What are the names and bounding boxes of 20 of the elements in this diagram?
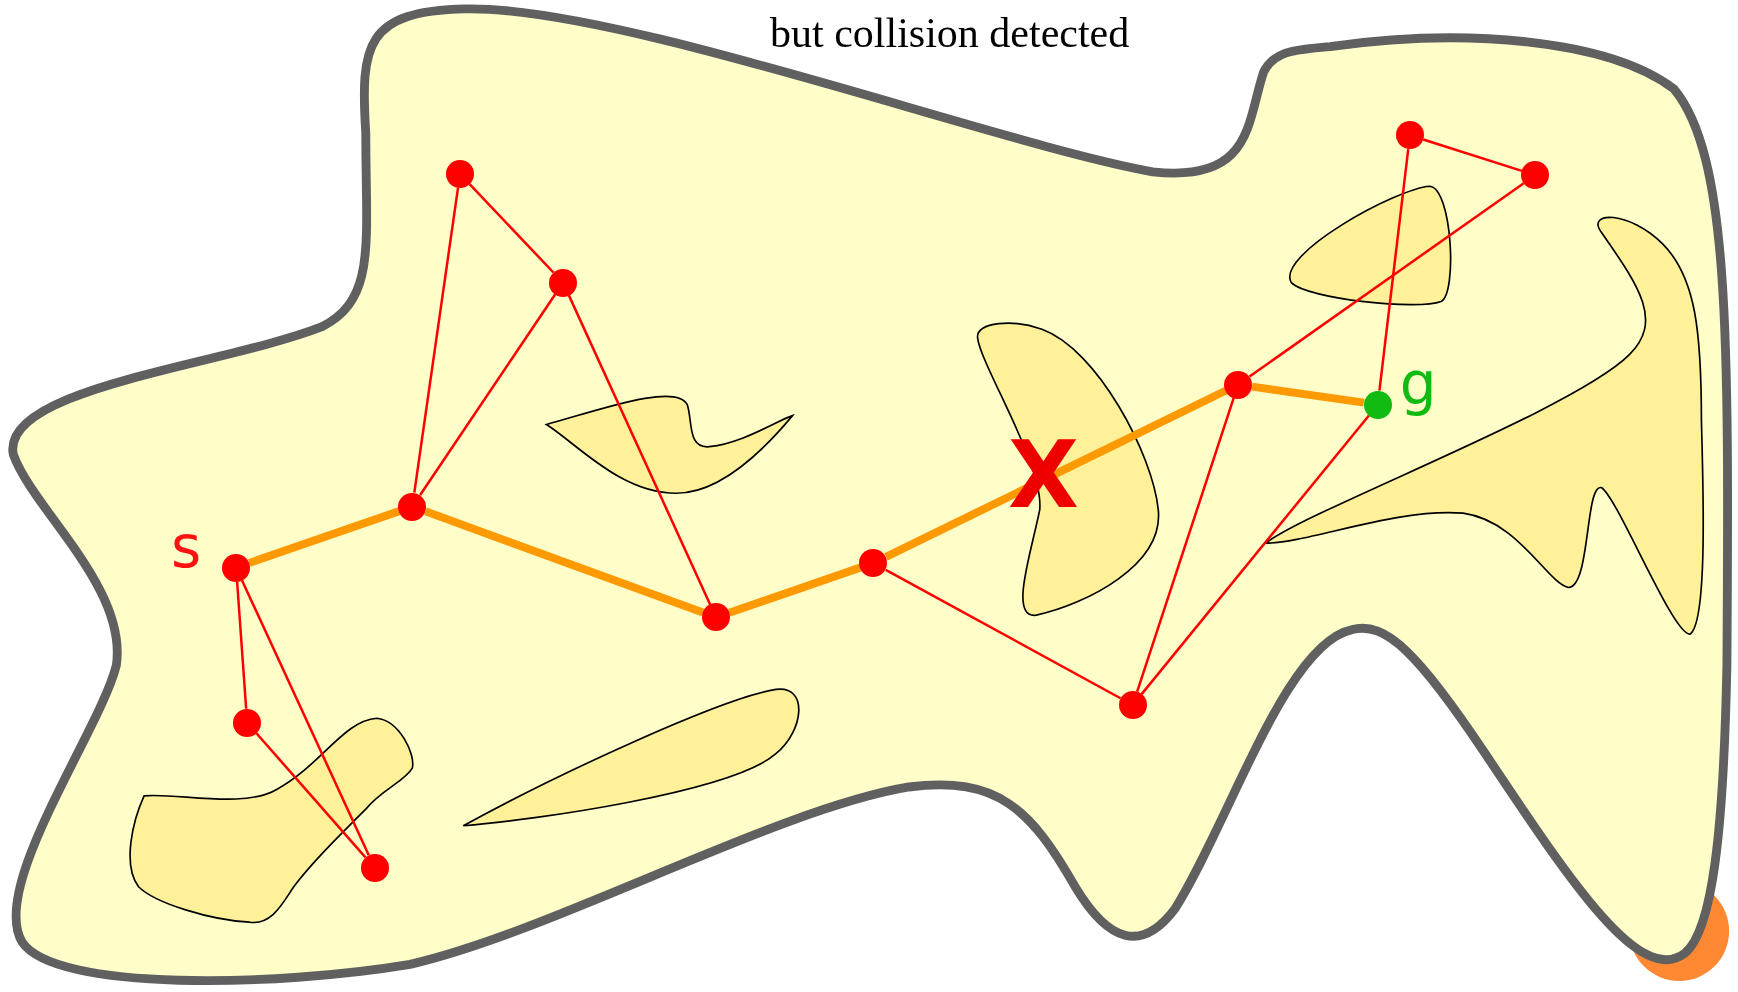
- path-segment: [248, 507, 401, 567]
- graph-edge: [468, 183, 555, 274]
- graph-edge: [255, 732, 367, 859]
- graph-edge: [1140, 414, 1370, 695]
- path-segment: [424, 507, 705, 617]
- graph-edge: [1378, 149, 1410, 391]
- graph-edge: [1422, 138, 1523, 173]
- graph-edge: [413, 187, 460, 493]
- graph-edge: [240, 579, 370, 856]
- graph-edge: [885, 568, 1122, 700]
- graph-edge: [567, 294, 712, 606]
- node-label: s: [171, 517, 202, 576]
- annotation-text: but collision detected: [770, 12, 1130, 54]
- graph-edge: [235, 581, 248, 709]
- graph-edge: [1248, 182, 1525, 378]
- graph-edge: [1136, 397, 1235, 693]
- path-segment: [727, 563, 862, 617]
- graph-edge: [419, 293, 557, 496]
- path-segment: [1251, 382, 1365, 407]
- path-segment: [884, 387, 1228, 561]
